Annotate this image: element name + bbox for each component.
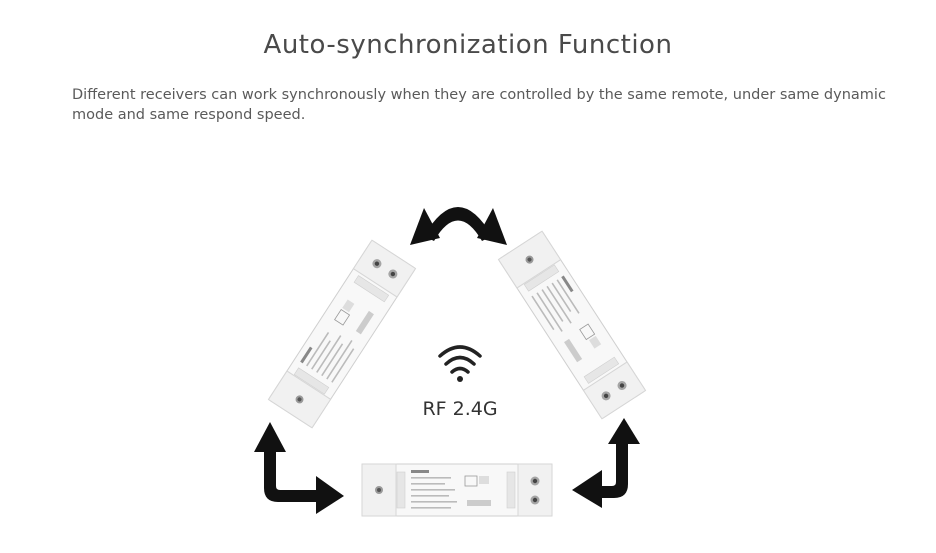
bottom-right-elbow-arrow-icon	[572, 418, 640, 508]
bottom-left-elbow-arrow-icon	[254, 422, 344, 514]
page-title: Auto-synchronization Function	[263, 30, 673, 60]
controller-device-left	[267, 239, 417, 429]
controller-device-right	[497, 230, 647, 420]
rf-frequency-label: RF 2.4G	[422, 398, 498, 420]
wifi-icon	[438, 345, 482, 382]
top-double-arrow-icon	[410, 207, 507, 245]
page-description: Different receivers can work synchronous…	[72, 87, 886, 123]
controller-device-bottom	[361, 463, 553, 517]
